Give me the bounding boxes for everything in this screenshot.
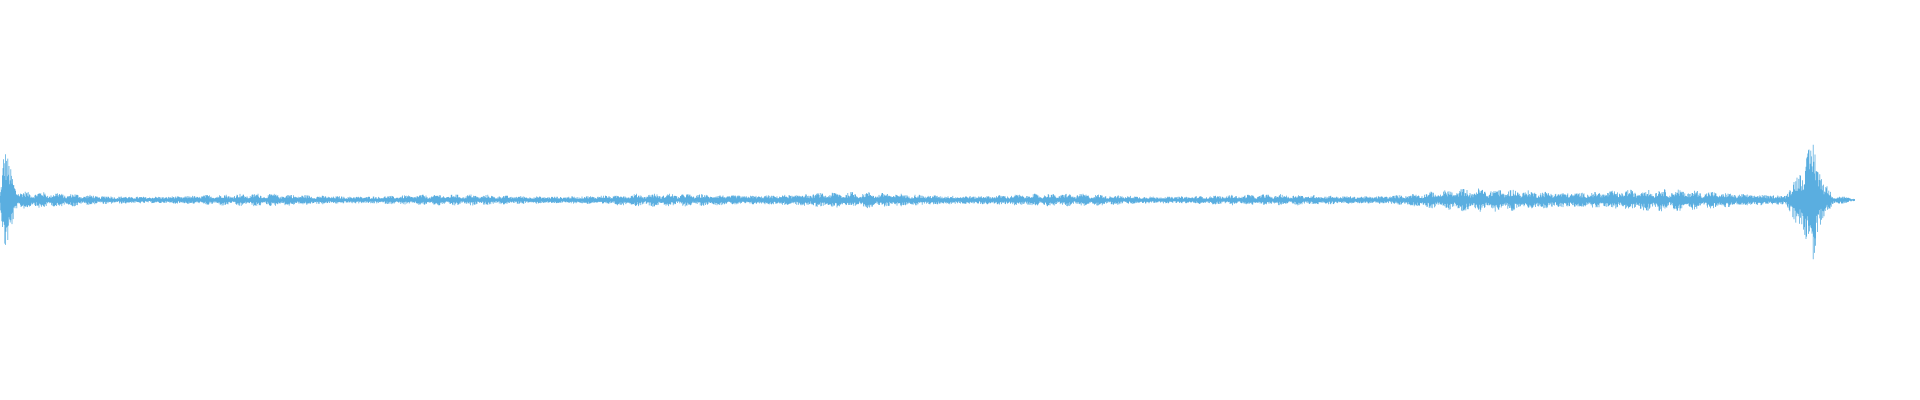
waveform-path bbox=[0, 144, 1855, 260]
waveform-samples bbox=[0, 144, 1855, 260]
